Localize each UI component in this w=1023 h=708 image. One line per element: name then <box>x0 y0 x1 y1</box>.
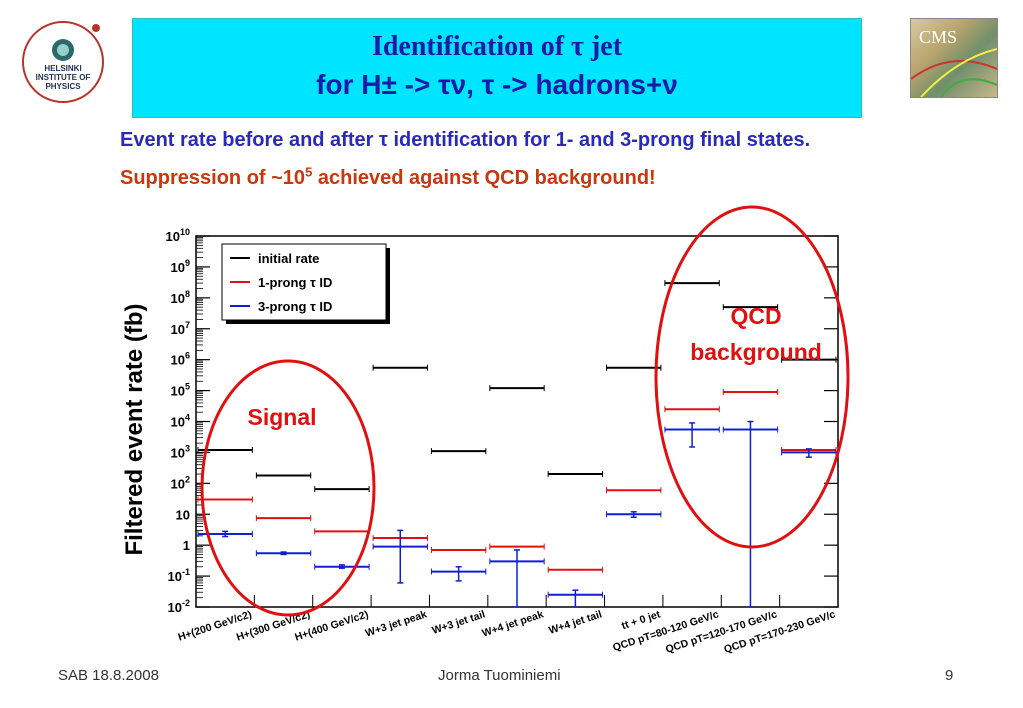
y-axis-label: Filtered event rate (fb) <box>121 303 148 555</box>
footer-page-number: 9 <box>945 667 954 684</box>
y-tick-label: 108 <box>171 289 190 306</box>
qcd-annotation-line-2: background <box>690 339 822 365</box>
y-tick-label: 1010 <box>166 227 190 244</box>
footer-date: SAB 18.8.2008 <box>58 667 159 684</box>
cms-logo: CMS <box>910 18 998 98</box>
title-line-2: for H± -> τν, τ -> hadrons+ν <box>316 69 678 100</box>
signal-annotation: Signal <box>247 404 316 430</box>
y-tick-label: 107 <box>171 320 190 337</box>
x-tick-label: W+3 jet peak <box>364 608 429 639</box>
y-tick-label: 10-1 <box>168 567 190 584</box>
legend-label-0: initial rate <box>258 251 319 266</box>
slide-title: Identification of τ jet for H± -> τν, τ … <box>132 18 862 118</box>
cms-logo-text: CMS <box>919 27 957 47</box>
subtitle-part-1: Event rate before and after τ identifica… <box>120 129 811 151</box>
y-tick-label: 10 <box>176 507 190 522</box>
subtitle-highlight: Suppression of ~105 achieved against QCD… <box>120 164 656 189</box>
legend-label-1: 1-prong τ ID <box>258 275 332 290</box>
subtitle-sup: 5 <box>305 164 313 179</box>
x-tick-label: W+4 jet tail <box>547 608 603 636</box>
y-tick-label: 106 <box>171 351 190 368</box>
subtitle-part-3: achieved against QCD background! <box>317 166 656 189</box>
qcd-annotation-line-1: QCD <box>730 303 781 329</box>
svg-text:INSTITUTE OF: INSTITUTE OF <box>36 73 91 82</box>
svg-text:HELSINKI: HELSINKI <box>44 64 81 73</box>
y-tick-label: 103 <box>171 443 190 460</box>
title-line-1: Identification of τ jet <box>371 31 623 62</box>
hip-logo: HELSINKI INSTITUTE OF PHYSICS <box>22 21 104 103</box>
slide-subtitle: Event rate before and after τ identifica… <box>120 124 860 194</box>
y-tick-label: 102 <box>171 474 190 491</box>
y-tick-label: 104 <box>171 413 190 430</box>
y-tick-label: 105 <box>171 382 190 399</box>
svg-text:PHYSICS: PHYSICS <box>45 82 81 91</box>
y-tick-label: 10-2 <box>168 598 190 615</box>
footer-author: Jorma Tuominiemi <box>438 667 561 684</box>
qcd-background-ellipse <box>654 205 850 549</box>
y-tick-label: 109 <box>171 258 190 275</box>
subtitle-part-2: Suppression of ~10 <box>120 166 306 189</box>
signal-ellipse <box>200 359 376 617</box>
legend-label-2: 3-prong τ ID <box>258 299 332 314</box>
y-tick-label: 1 <box>183 538 190 553</box>
x-tick-label: W+4 jet peak <box>481 608 546 639</box>
x-tick-label: W+3 jet tail <box>431 608 487 636</box>
